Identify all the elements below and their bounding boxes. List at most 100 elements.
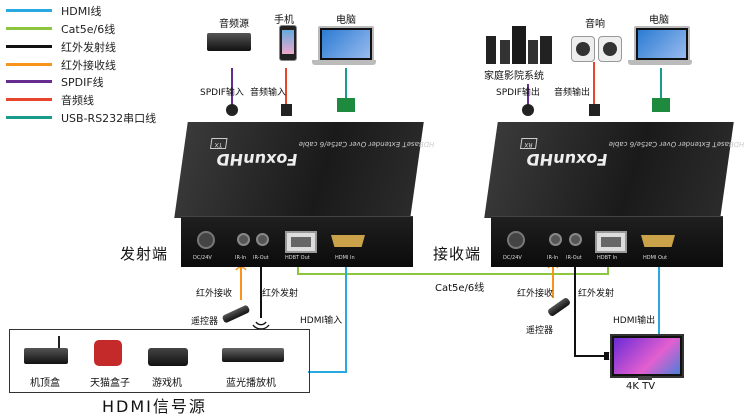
- tx-ir-in-port: [237, 233, 250, 246]
- source-label-stb: 机顶盒: [30, 378, 60, 389]
- legend-swatch: [6, 80, 52, 83]
- legend-label: SPDIF线: [61, 75, 104, 89]
- rx-audio-label: 音频输出: [554, 88, 591, 98]
- legend-swatch: [6, 27, 52, 30]
- legend-item: HDMI线: [6, 4, 102, 18]
- source-label-console: 游戏机: [152, 378, 182, 389]
- tx-hdmi-label: HDMI In: [335, 255, 355, 261]
- legend-label: Cat5e/6线: [61, 22, 116, 36]
- legend-label: 音频线: [61, 93, 94, 107]
- rx-ir-tx-cable: [574, 255, 604, 357]
- tx-audio-label: 音频输入: [250, 88, 287, 98]
- tmall-box-icon: [94, 340, 122, 366]
- rx-ir-rx-label: 红外接收: [517, 289, 554, 299]
- rx-ir-out-label: IR-Out: [566, 255, 582, 261]
- legend-item: 红外接收线: [6, 58, 116, 72]
- rx-subtitle: HDBaseT Extender Over Cat5e/6 cable: [608, 140, 745, 148]
- rx-hdbt-label: HDBT In: [597, 255, 618, 261]
- rx-remote-label: 遥控器: [526, 326, 554, 336]
- tx-subtitle: HDBaseT Extender Over Cat5e/6 cable: [298, 140, 435, 148]
- tx-ir-out-port: [256, 233, 269, 246]
- legend-item: SPDIF线: [6, 75, 104, 89]
- tx-hdmi-input-label: HDMI输入: [300, 316, 343, 326]
- phone-icon: [279, 25, 297, 61]
- rx-box-front: DC/24V IR-In IR-Out HDBT In HDMI Out: [491, 216, 723, 267]
- tx-ir-rx-label: 红外接收: [196, 289, 233, 299]
- rx-ir-out-port: [569, 233, 582, 246]
- ir-emitter-icon: [604, 352, 609, 360]
- rx-hdmi-output-label: HDMI输出: [613, 316, 656, 326]
- tx-laptop-icon: [318, 26, 374, 62]
- rx-pc-label: 电脑: [649, 15, 669, 26]
- legend-item: USB-RS232串口线: [6, 111, 157, 125]
- rx-speaker-label: 音响: [585, 19, 605, 30]
- legend-swatch: [6, 45, 52, 48]
- rx-ir-in-label: IR-In: [547, 255, 559, 261]
- speaker-left-icon: [571, 36, 595, 62]
- sources-title: HDMI信号源: [102, 397, 207, 416]
- tx-phone-label: 手机: [274, 15, 294, 26]
- rx-spdif-label: SPDIF输出: [496, 88, 540, 98]
- bluray-player-icon: [222, 348, 284, 362]
- tx-dc-port: [197, 231, 215, 249]
- rx-laptop-base: [628, 60, 692, 65]
- rx-home-theater-label: 家庭影院系统: [484, 71, 544, 82]
- speaker-right-icon: [598, 36, 622, 62]
- tx-ir-out-label: IR-Out: [253, 255, 269, 261]
- tx-badge: TX: [209, 138, 228, 149]
- rx-hdbt-port: [595, 231, 627, 253]
- rx-brand-logo: FoxunHD: [525, 150, 609, 169]
- legend-swatch: [6, 9, 52, 12]
- tv-icon: [610, 334, 684, 378]
- legend-label: 红外发射线: [61, 40, 116, 54]
- tx-dc-label: DC/24V: [193, 255, 212, 261]
- rx-spdif-connector: [522, 104, 534, 116]
- tx-brand-logo: FoxunHD: [215, 150, 299, 169]
- rx-box-top: FoxunHD HDBaseT Extender Over Cat5e/6 ca…: [484, 122, 745, 218]
- rx-dc-label: DC/24V: [503, 255, 522, 261]
- rx-ir-in-port: [549, 233, 562, 246]
- tx-hdmi-cable: [308, 254, 347, 373]
- tx-ir-tx-label: 红外发射: [262, 289, 299, 299]
- legend-swatch: [6, 63, 52, 66]
- audio-source-device-icon: [207, 33, 251, 51]
- tx-spdif-connector: [226, 104, 238, 116]
- rx-title: 接收端: [433, 245, 482, 263]
- home-theater-icon: [486, 26, 552, 64]
- tx-hdbt-label: HDBT Out: [285, 255, 310, 261]
- tx-rs232-connector: [337, 98, 355, 112]
- rx-ir-tx-label: 红外发射: [578, 289, 615, 299]
- tx-laptop-base: [312, 60, 376, 65]
- tx-box-top: FoxunHD HDBaseT Extender Over Cat5e/6 ca…: [174, 122, 435, 218]
- legend-item: Cat5e/6线: [6, 22, 116, 36]
- legend-label: HDMI线: [61, 4, 102, 18]
- rx-badge: RX: [519, 138, 538, 149]
- legend-item: 红外发射线: [6, 40, 116, 54]
- rx-rs232-connector: [652, 98, 670, 112]
- tx-pc-label: 电脑: [336, 15, 356, 26]
- tx-audio-source-label: 音频源: [219, 19, 249, 30]
- legend-swatch: [6, 116, 52, 119]
- rx-dc-port: [507, 231, 525, 249]
- rx-laptop-icon: [634, 26, 690, 62]
- source-label-tmall: 天猫盒子: [90, 378, 130, 389]
- rx-hdmi-port: [641, 235, 675, 247]
- tv-stand: [638, 376, 652, 380]
- tx-ir-in-label: IR-In: [235, 255, 247, 261]
- legend-label: USB-RS232串口线: [61, 111, 157, 125]
- sources-panel: 机顶盒 天猫盒子 游戏机 蓝光播放机: [9, 329, 310, 393]
- tx-remote-label: 遥控器: [191, 317, 219, 327]
- game-console-icon: [148, 348, 188, 366]
- tx-hdbt-port: [285, 231, 317, 253]
- legend-swatch: [6, 98, 52, 101]
- tx-audio-connector: [281, 104, 292, 116]
- tx-hdmi-port: [331, 235, 365, 247]
- set-top-box-icon: [24, 336, 68, 364]
- tv-label: 4K TV: [626, 381, 656, 392]
- rx-hdmi-label: HDMI Out: [643, 255, 668, 261]
- tx-spdif-label: SPDIF输入: [200, 88, 244, 98]
- tx-box-front: DC/24V IR-In IR-Out HDBT Out HDMI In: [181, 216, 413, 267]
- legend-item: 音频线: [6, 93, 94, 107]
- cat5e-label: Cat5e/6线: [435, 283, 485, 294]
- legend-label: 红外接收线: [61, 58, 116, 72]
